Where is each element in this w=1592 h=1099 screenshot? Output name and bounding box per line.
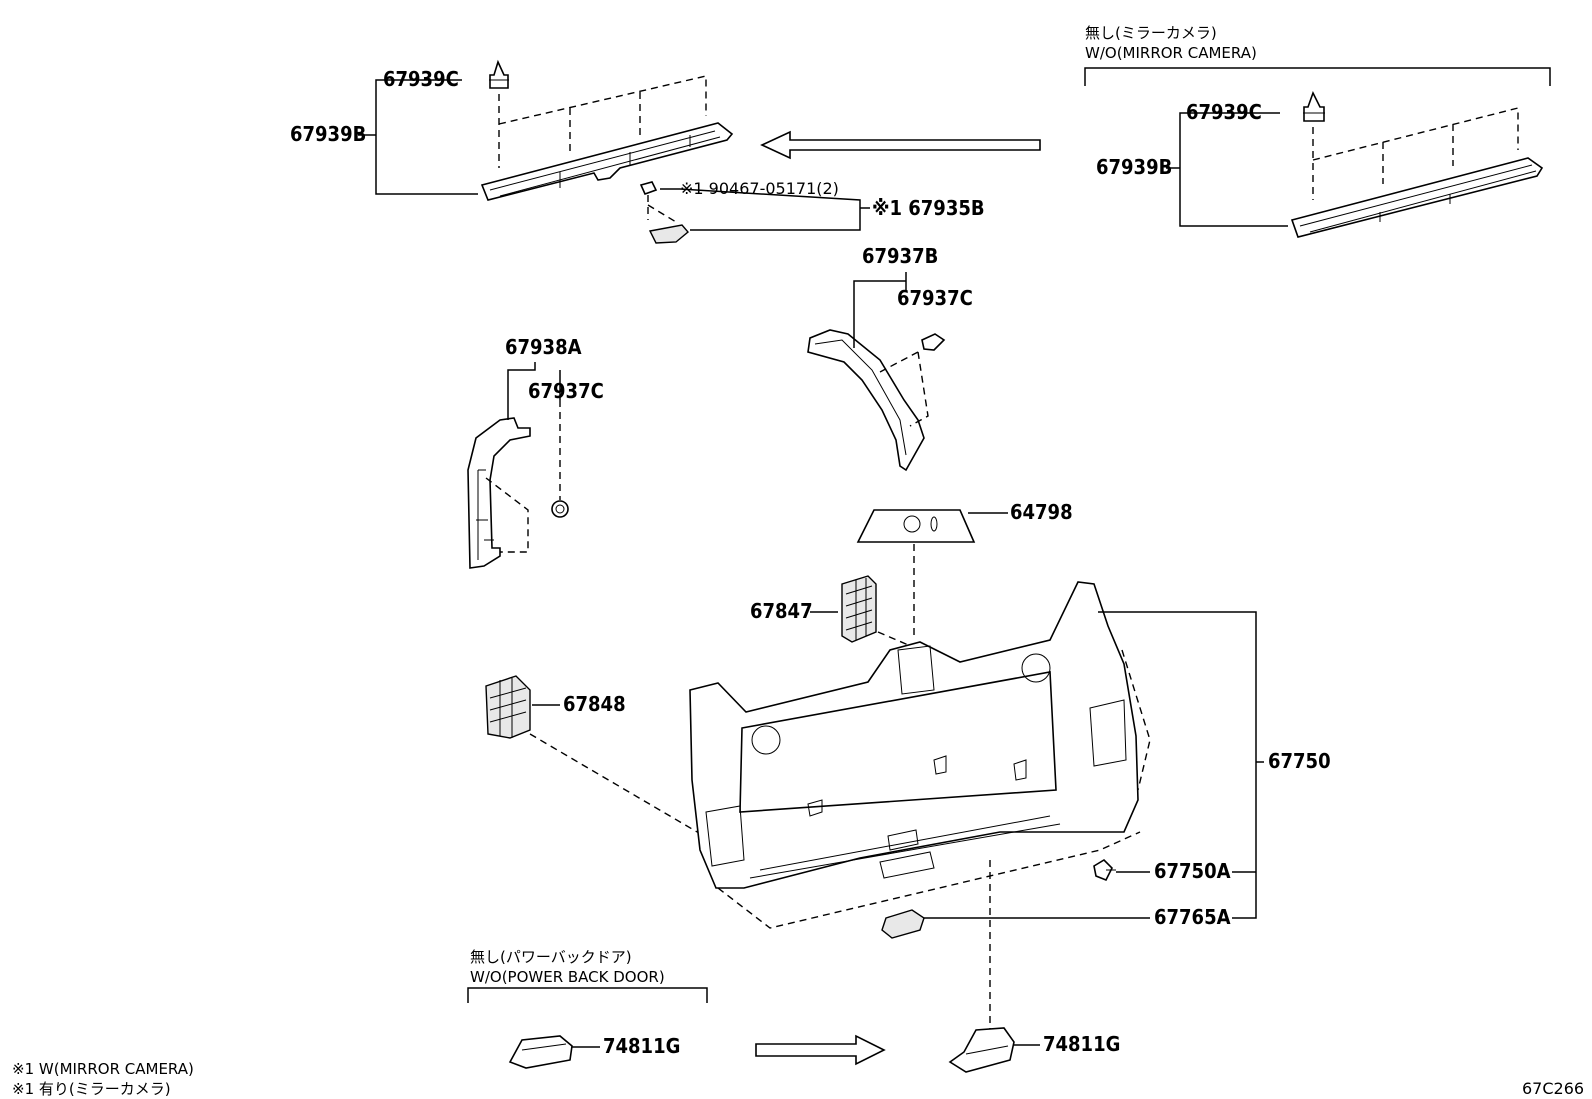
handle-part [881, 909, 925, 939]
arrow-left [760, 130, 1041, 160]
label-top-clip: 67939C [383, 67, 459, 91]
footnote-ari-mirror: ※1 有り(ミラーカメラ) [12, 1080, 171, 1098]
left-side-garnish-part [467, 417, 531, 569]
label-wo-power-jp: 無し(パワーバックドア) [470, 948, 632, 966]
top-garnish-dashes [498, 75, 707, 168]
label-door-trim: 67750 [1268, 749, 1331, 773]
mirror-camera-bolt-part [639, 181, 658, 196]
label-trim-clip: 67750A [1154, 859, 1231, 883]
diagram-id: 67C266 [1522, 1079, 1584, 1098]
left-side-dashes [485, 400, 561, 553]
alt-top-clip-part [1303, 90, 1325, 122]
mirror-camera-cover-part [648, 224, 689, 244]
alt-garnish-leaders [1166, 112, 1288, 227]
label-upper-grille: 67847 [750, 599, 813, 623]
door-trim-board-part [689, 581, 1139, 889]
cover-leaders [660, 188, 870, 231]
alt-top-garnish-part [1290, 157, 1544, 238]
switch-right-part [948, 1027, 1015, 1073]
label-left-side-clip: 67937C [528, 379, 604, 403]
alt-garnish-dashes [1312, 107, 1519, 200]
label-lamp-cover: 64798 [1010, 500, 1073, 524]
label-handle: 67765A [1154, 905, 1231, 929]
right-side-leaders [853, 272, 907, 348]
wo-power-bracket [467, 987, 708, 1003]
label-top-garnish: 67939B [290, 122, 366, 146]
switch-left-part [508, 1035, 573, 1069]
wo-mirror-bracket [1084, 67, 1551, 86]
top-garnish-leaders [358, 79, 478, 195]
label-wo-mirror-jp: 無し(ミラーカメラ) [1085, 24, 1217, 42]
footnote-w-mirror: ※1 W(MIRROR CAMERA) [12, 1060, 194, 1078]
top-clip-part [489, 59, 509, 89]
trim-clip-part [1093, 858, 1116, 882]
arrow-right [755, 1034, 886, 1066]
label-alt-garnish: 67939B [1096, 155, 1172, 179]
right-side-clip-part [921, 333, 946, 351]
label-alt-clip: 67939C [1186, 100, 1262, 124]
label-note-cover: ※1 67935B [872, 196, 985, 220]
door-trim-leaders [1098, 611, 1264, 919]
left-side-leaders [507, 362, 561, 420]
lower-grille-part [485, 675, 531, 739]
label-left-side-garnish: 67938A [505, 335, 582, 359]
cover-dashes [647, 195, 677, 223]
top-garnish-part [480, 122, 734, 201]
label-wo-power-en: W/O(POWER BACK DOOR) [470, 968, 665, 986]
lamp-cover-part [856, 509, 976, 543]
door-trim-dashes [717, 649, 1151, 1030]
label-right-side-clip: 67937C [897, 286, 973, 310]
right-side-dashes [879, 351, 929, 427]
label-lower-grille: 67848 [563, 692, 626, 716]
right-side-garnish-part [807, 329, 925, 472]
label-switch-right: 74811G [1043, 1032, 1120, 1056]
upper-grille-part [841, 575, 877, 643]
left-side-clip-part [551, 500, 569, 518]
label-right-side-garnish: 67937B [862, 244, 938, 268]
label-wo-mirror-en: W/O(MIRROR CAMERA) [1085, 44, 1257, 62]
label-note-bolt: ※1 90467-05171(2) [680, 179, 839, 198]
label-switch-left: 74811G [603, 1034, 680, 1058]
